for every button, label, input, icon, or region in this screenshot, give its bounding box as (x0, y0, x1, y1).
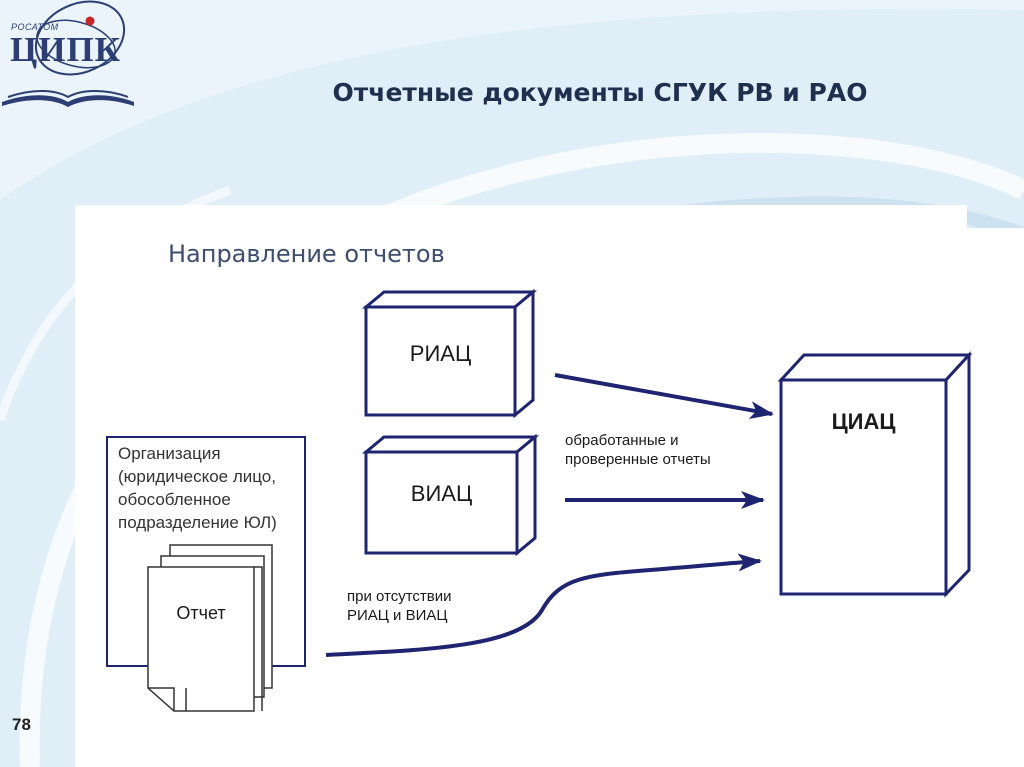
processed-reports-label: обработанные и проверенные отчеты (565, 431, 711, 469)
viac-box (361, 433, 540, 557)
ciac-box (777, 351, 973, 598)
slide-title: Отчетные документы СГУК РВ и РАО (332, 78, 868, 107)
processed-line-2: проверенные отчеты (565, 451, 711, 468)
diagram-subtitle: Направление отчетов (168, 240, 445, 268)
organization-line-3: обособленное (118, 490, 231, 509)
absence-line-1: при отсутствии (347, 588, 452, 605)
arrow-org-to-ciac (325, 553, 762, 657)
arrow-riac-to-ciac (554, 373, 774, 419)
logo-graphic (2, 0, 134, 107)
cipk-logo: РОСАТОМ ЦИПК (0, 0, 140, 112)
absence-line-2: РИАЦ и ВИАЦ (347, 607, 448, 624)
ciac-label: ЦИАЦ (831, 409, 896, 434)
riac-box (361, 288, 538, 419)
logo-cipk-text: ЦИПК (10, 30, 122, 69)
organization-line-2: (юридическое лицо, (118, 467, 276, 486)
logo-rosatom-text: РОСАТОМ (11, 22, 59, 32)
report-label: Отчет (176, 603, 226, 623)
organization-label: Организация (юридическое лицо, обособлен… (118, 442, 277, 534)
report-document-stack (147, 544, 273, 712)
processed-line-1: обработанные и (565, 432, 679, 449)
content-panel-extension (964, 228, 1024, 767)
viac-label: ВИАЦ (410, 481, 473, 506)
riac-label: РИАЦ (409, 341, 472, 366)
organization-line-4: подразделение ЮЛ) (118, 513, 277, 532)
absence-label: при отсутствии РИАЦ и ВИАЦ (347, 587, 452, 625)
page-number: 78 (12, 715, 31, 734)
organization-line-1: Организация (118, 444, 221, 463)
